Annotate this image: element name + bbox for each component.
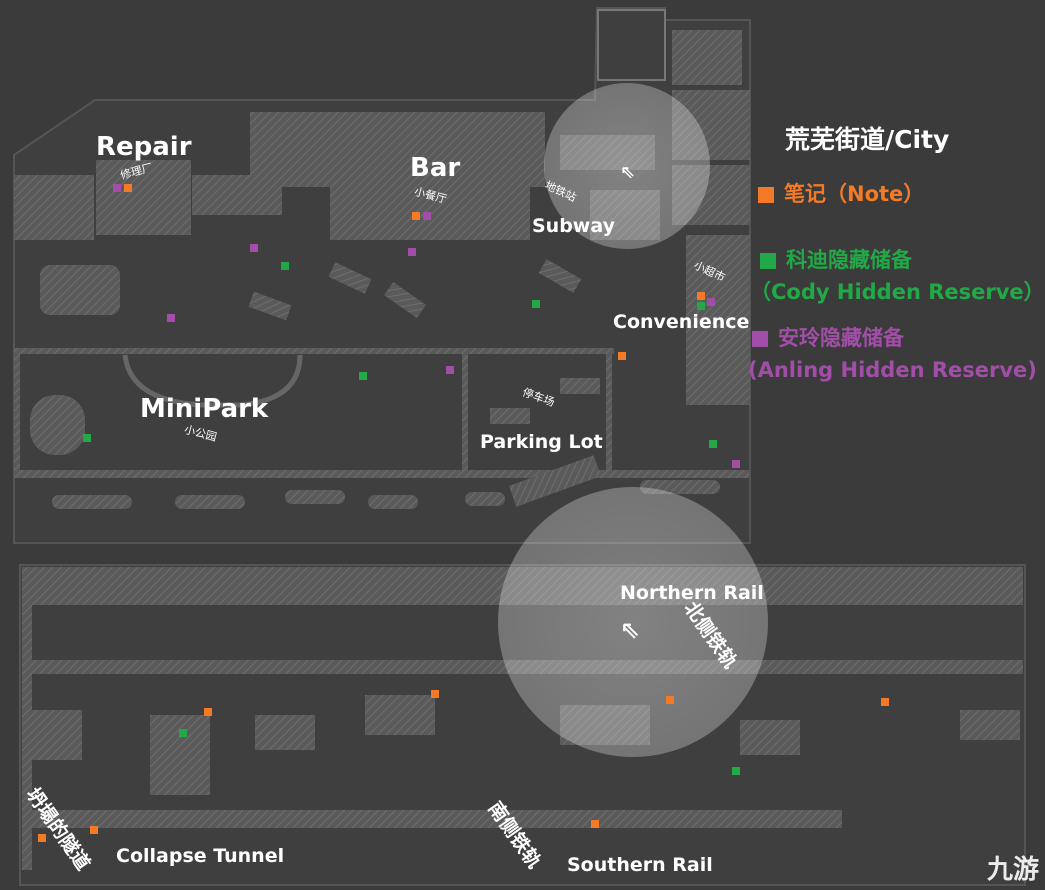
- northern-rail-highlight: [498, 487, 768, 757]
- cody-marker: [179, 729, 187, 737]
- entrance-arrow-icon: ⇖: [620, 162, 635, 183]
- note-marker: [591, 820, 599, 828]
- label-parking: Parking Lot: [480, 431, 603, 453]
- label-subway: Subway: [532, 215, 615, 237]
- anling-marker: [423, 212, 431, 220]
- label-minipark: MiniPark: [140, 394, 269, 424]
- legend-anling: 安玲隐藏储备: [752, 322, 904, 352]
- legend-anling-label: 安玲隐藏储备: [778, 326, 904, 350]
- label-repair: Repair: [96, 132, 192, 162]
- note-marker: [412, 212, 420, 220]
- label-collapse-tunnel: Collapse Tunnel: [116, 845, 285, 867]
- note-marker: [90, 826, 98, 834]
- legend-title: 荒芜街道/City: [785, 125, 950, 154]
- note-marker: [666, 696, 674, 704]
- note-marker: [881, 698, 889, 706]
- anling-marker: [167, 314, 175, 322]
- legend-note: 笔记（Note）: [758, 178, 924, 208]
- subway-highlight: [544, 83, 710, 249]
- note-marker: [431, 690, 439, 698]
- anling-marker: [113, 184, 121, 192]
- cody-square-icon: [760, 253, 776, 269]
- cody-marker: [281, 262, 289, 270]
- entrance-arrow-icon: ⇖: [620, 616, 640, 644]
- note-marker: [124, 184, 132, 192]
- anling-marker: [408, 248, 416, 256]
- label-southern-rail: Southern Rail: [567, 854, 713, 876]
- anling-marker: [707, 298, 715, 306]
- cody-marker: [532, 300, 540, 308]
- note-marker: [618, 352, 626, 360]
- anling-marker: [446, 366, 454, 374]
- anling-square-icon: [752, 331, 768, 347]
- label-convenience: Convenience: [613, 311, 750, 333]
- legend-cody-label: 科迪隐藏储备: [786, 248, 912, 272]
- legend-cody-sub: （Cody Hidden Reserve）: [750, 280, 1045, 304]
- legend-anling-sub: (Anling Hidden Reserve): [748, 358, 1037, 382]
- cody-marker: [83, 434, 91, 442]
- city-map: [13, 7, 751, 544]
- note-square-icon: [758, 187, 774, 203]
- legend-cody: 科迪隐藏储备: [760, 244, 912, 274]
- cody-marker: [709, 440, 717, 448]
- watermark-logo: 九游: [986, 855, 1039, 885]
- note-marker: [697, 292, 705, 300]
- label-northern-rail: Northern Rail: [620, 582, 764, 604]
- note-marker: [204, 708, 212, 716]
- anling-marker: [732, 460, 740, 468]
- note-marker: [38, 834, 46, 842]
- tunnel-map: [19, 487, 1026, 886]
- legend-note-label: 笔记（Note）: [784, 182, 925, 206]
- cody-marker: [359, 372, 367, 380]
- label-bar: Bar: [410, 153, 461, 183]
- markers-layer: [38, 184, 889, 842]
- cody-marker: [697, 302, 705, 310]
- cody-marker: [732, 767, 740, 775]
- anling-marker: [250, 244, 258, 252]
